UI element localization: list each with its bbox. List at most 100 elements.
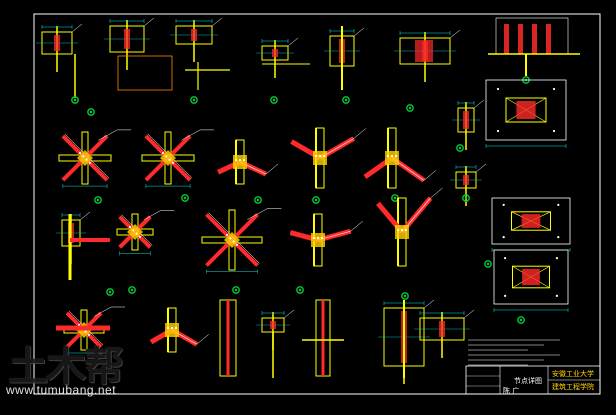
stiffener-plate bbox=[504, 24, 509, 54]
detail-marker-icon bbox=[190, 96, 198, 104]
bolt-icon bbox=[165, 155, 168, 158]
drawing-line bbox=[98, 129, 118, 141]
bolt-icon bbox=[166, 326, 170, 330]
drawing-line bbox=[247, 208, 268, 220]
detail-marker-icon bbox=[517, 316, 525, 324]
org-line-1: 安徽工业大学 bbox=[552, 370, 594, 378]
detail-marker-icon bbox=[519, 318, 523, 322]
drawing-name: 节点详图 bbox=[514, 377, 542, 385]
section-detail bbox=[170, 17, 223, 62]
bolt-icon bbox=[322, 154, 326, 158]
detail-marker-icon bbox=[342, 96, 350, 104]
drawing-line bbox=[181, 129, 201, 141]
joint-detail bbox=[141, 129, 215, 185]
detail-marker-icon bbox=[408, 106, 412, 110]
bolt-icon bbox=[234, 158, 238, 162]
bolt-icon bbox=[394, 154, 398, 158]
drawing-line bbox=[71, 23, 83, 33]
section-detail bbox=[256, 309, 295, 350]
section-detail bbox=[36, 23, 83, 72]
detail-marker-icon bbox=[232, 286, 240, 294]
brace-detail bbox=[289, 213, 363, 267]
detail-marker-icon bbox=[401, 292, 409, 300]
section-detail bbox=[104, 17, 155, 70]
stiffener-plate bbox=[463, 175, 469, 185]
drawing-line bbox=[196, 334, 209, 345]
bolt-icon bbox=[235, 243, 238, 246]
gusset-plate bbox=[127, 224, 143, 240]
bolt-icon bbox=[225, 233, 229, 237]
section-detail bbox=[324, 27, 365, 84]
designer-name: 陈 广 bbox=[503, 387, 520, 395]
gusset-plate bbox=[224, 232, 240, 248]
bolt-icon bbox=[496, 129, 500, 133]
detail-marker-icon bbox=[73, 98, 77, 102]
elevation-detail bbox=[488, 17, 580, 76]
column-footprint bbox=[512, 265, 550, 289]
detail-marker-icon bbox=[130, 288, 134, 292]
bolt-icon bbox=[242, 158, 246, 162]
drawing-line bbox=[473, 99, 485, 109]
detail-marker-icon bbox=[106, 288, 114, 296]
stiffener-plate bbox=[532, 24, 537, 54]
base-plate-outline bbox=[491, 197, 571, 245]
detail-marker-icon bbox=[96, 198, 100, 202]
gusset-plate bbox=[395, 225, 409, 239]
stiffener-plate bbox=[463, 111, 469, 129]
brand-watermark: 土木帮 bbox=[8, 344, 124, 390]
drawing-line bbox=[144, 210, 161, 220]
detail-marker-icon bbox=[393, 196, 397, 200]
bolt-icon bbox=[318, 154, 322, 158]
detail-marker-icon bbox=[256, 198, 260, 202]
detail-marker-icon bbox=[128, 286, 136, 294]
sheet-border bbox=[33, 13, 601, 395]
drawing-line bbox=[79, 211, 91, 221]
bolt-icon bbox=[312, 236, 316, 240]
joint-detail bbox=[116, 210, 175, 251]
joint-detail bbox=[58, 129, 132, 185]
base-plate-detail bbox=[493, 249, 569, 305]
section-detail bbox=[256, 37, 299, 78]
drawing-line bbox=[265, 163, 279, 175]
detail-marker-icon bbox=[296, 286, 304, 294]
bolt-icon bbox=[504, 257, 507, 260]
stiffener-plate bbox=[270, 321, 276, 329]
bolt-icon bbox=[314, 154, 318, 158]
gusset-plate bbox=[311, 233, 325, 247]
bolt-icon bbox=[557, 236, 560, 239]
bolt-icon bbox=[232, 240, 235, 243]
bolt-icon bbox=[320, 236, 324, 240]
gusset-plate bbox=[233, 155, 247, 169]
detail-marker-icon bbox=[192, 98, 196, 102]
detail-marker-icon bbox=[234, 288, 238, 292]
bolt-icon bbox=[386, 154, 390, 158]
bolt-icon bbox=[84, 330, 87, 333]
detail-marker-icon bbox=[312, 196, 320, 204]
detail-marker-icon bbox=[344, 98, 348, 102]
bolt-icon bbox=[396, 228, 400, 232]
anchor-plate bbox=[516, 101, 536, 119]
bolt-icon bbox=[135, 232, 138, 235]
stiffener-plate bbox=[124, 29, 130, 49]
bolt-icon bbox=[552, 129, 556, 133]
section-detail bbox=[414, 309, 475, 358]
base-plate-detail bbox=[491, 197, 571, 245]
section-detail bbox=[452, 99, 485, 150]
brace-detail bbox=[363, 127, 437, 189]
stiffener-plate bbox=[54, 35, 60, 51]
bolt-icon bbox=[390, 154, 394, 158]
bolt-icon bbox=[555, 257, 559, 260]
bolt-icon bbox=[316, 236, 320, 240]
detail-marker-icon bbox=[298, 288, 302, 292]
bolt-icon bbox=[502, 236, 505, 239]
bolt-icon bbox=[552, 87, 556, 91]
detail-marker-icon bbox=[272, 98, 276, 102]
org-line-2: 建筑工程学院 bbox=[552, 383, 594, 391]
base-plate-outline bbox=[493, 249, 569, 305]
bolt-icon bbox=[404, 228, 408, 232]
plate-outline bbox=[117, 55, 173, 91]
bolt-icon bbox=[85, 158, 88, 161]
detail-marker-icon bbox=[254, 196, 262, 204]
